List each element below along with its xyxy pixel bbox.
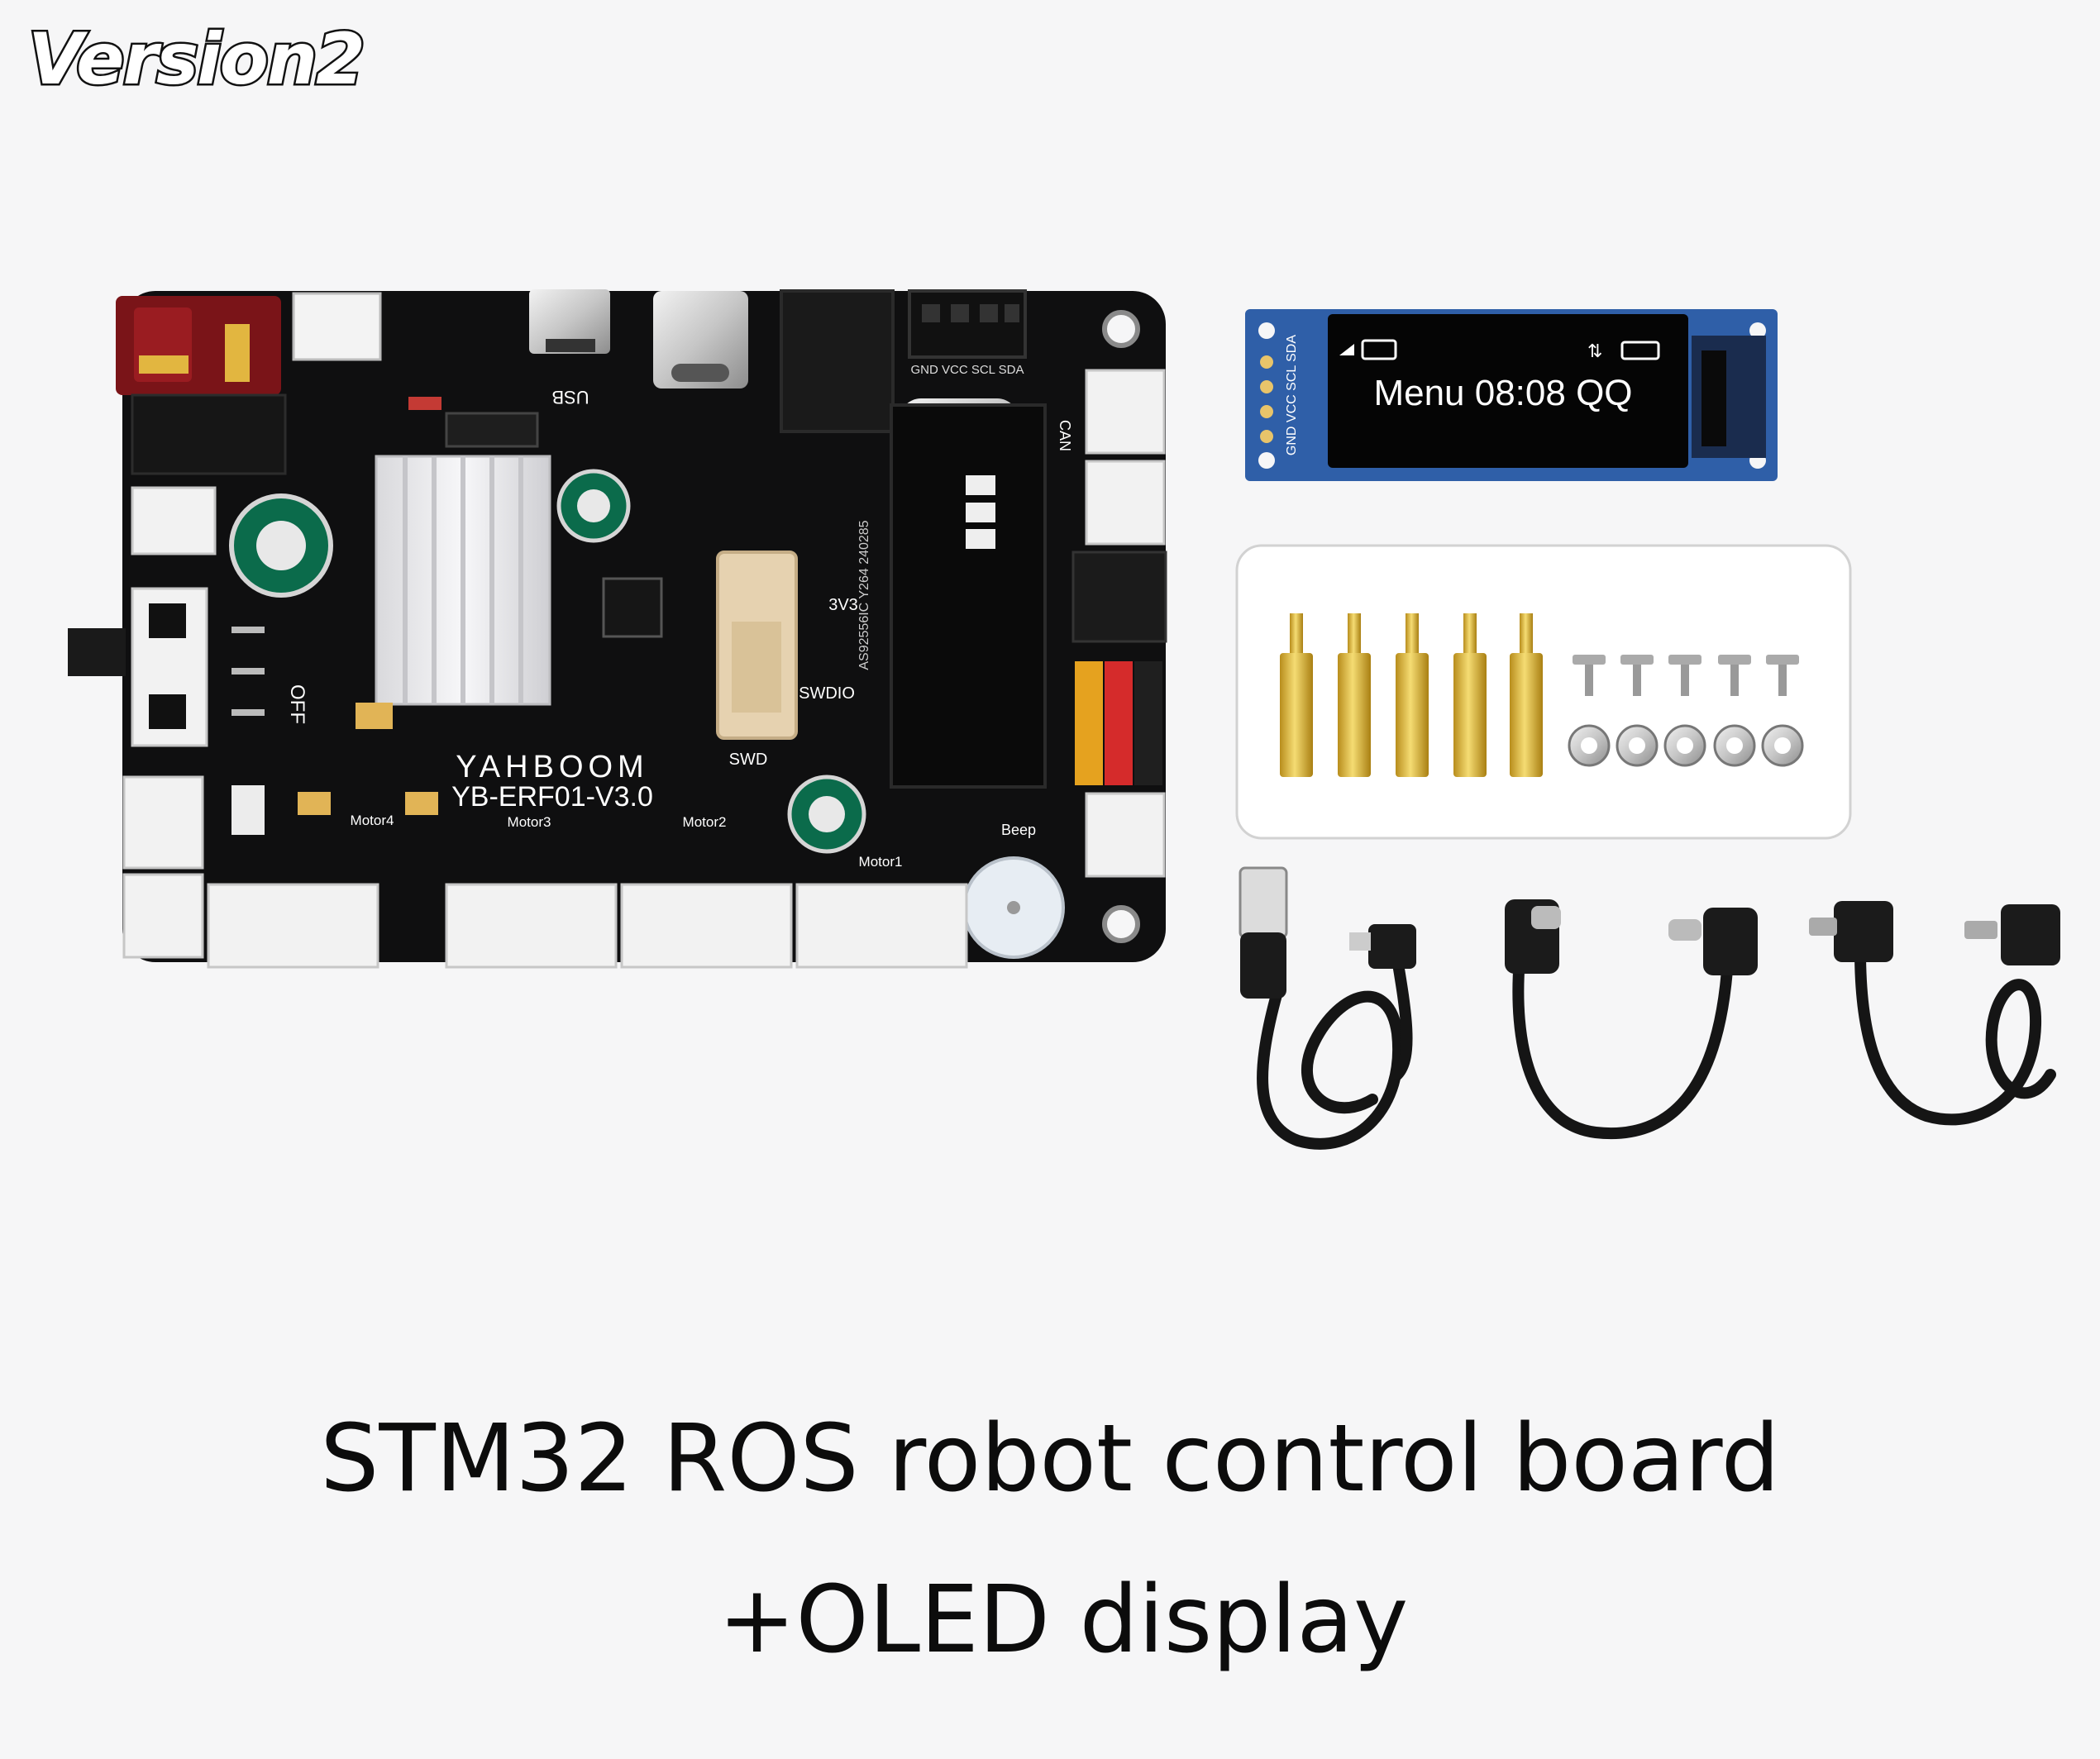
dc-cable (1854, 945, 2056, 1126)
hardware-bag (1235, 544, 1852, 840)
motor4-label: Motor4 (351, 813, 394, 828)
beep-label: Beep (1001, 822, 1036, 838)
oled-screen-text: Menu 08:08 QQ (1373, 373, 1632, 413)
iic-label: GND VCC SCL SDA (911, 363, 1024, 377)
can-label: CAN (1057, 420, 1073, 451)
usb-label: USB (551, 387, 589, 408)
usb-c-port (653, 291, 748, 389)
usbc-cable (1512, 953, 1734, 1139)
transfer-icon: ⇅ (1587, 341, 1602, 361)
brass-standoffs (1280, 613, 1543, 777)
usb-cable (1257, 953, 1413, 1150)
mount-hole (1102, 905, 1140, 943)
screws (1573, 655, 1799, 696)
iic-header (908, 289, 1027, 359)
model-label: YB-ERF01-V3.0 (451, 781, 653, 813)
caption-title: STM32 ROS robot control board (320, 1405, 1780, 1513)
motor3-label: Motor3 (508, 814, 551, 830)
control-board: USB GND VCC SCL SDA CAN OFF (68, 289, 1167, 969)
chip-marking: AS92556IC Y264 240285 (857, 520, 871, 670)
mcu-module (890, 403, 1047, 789)
swdio-label: SWDIO (799, 684, 855, 703)
dc-jack (780, 289, 895, 433)
card-icon (1361, 339, 1397, 360)
motor-connector (207, 883, 379, 969)
off-label: OFF (286, 684, 308, 724)
oled-screen (1328, 314, 1688, 468)
nuts (1568, 724, 1804, 767)
v33-label: 3V3 (828, 596, 858, 614)
caption-subtitle: +OLED display (718, 1566, 1409, 1674)
motor-connector (795, 883, 968, 969)
signal-icon (1339, 344, 1354, 355)
motor1-label: Motor1 (859, 854, 903, 870)
motor-connector (620, 883, 793, 969)
mount-hole (1102, 310, 1140, 348)
version-tag: Version2 (26, 17, 368, 103)
oled-pin-label: GND VCC SCL SDA (1285, 335, 1299, 455)
brand-logo: YAHBOOM (456, 750, 648, 784)
heatsink (375, 455, 551, 706)
oled-module: GND VCC SCL SDA ⇅ Menu 08:08 QQ (1245, 309, 1778, 481)
motor2-label: Motor2 (683, 814, 727, 830)
micro-usb-port (529, 289, 610, 354)
battery-icon (1620, 341, 1660, 360)
motor-connector (445, 883, 618, 969)
swd-label: SWD (729, 751, 768, 769)
